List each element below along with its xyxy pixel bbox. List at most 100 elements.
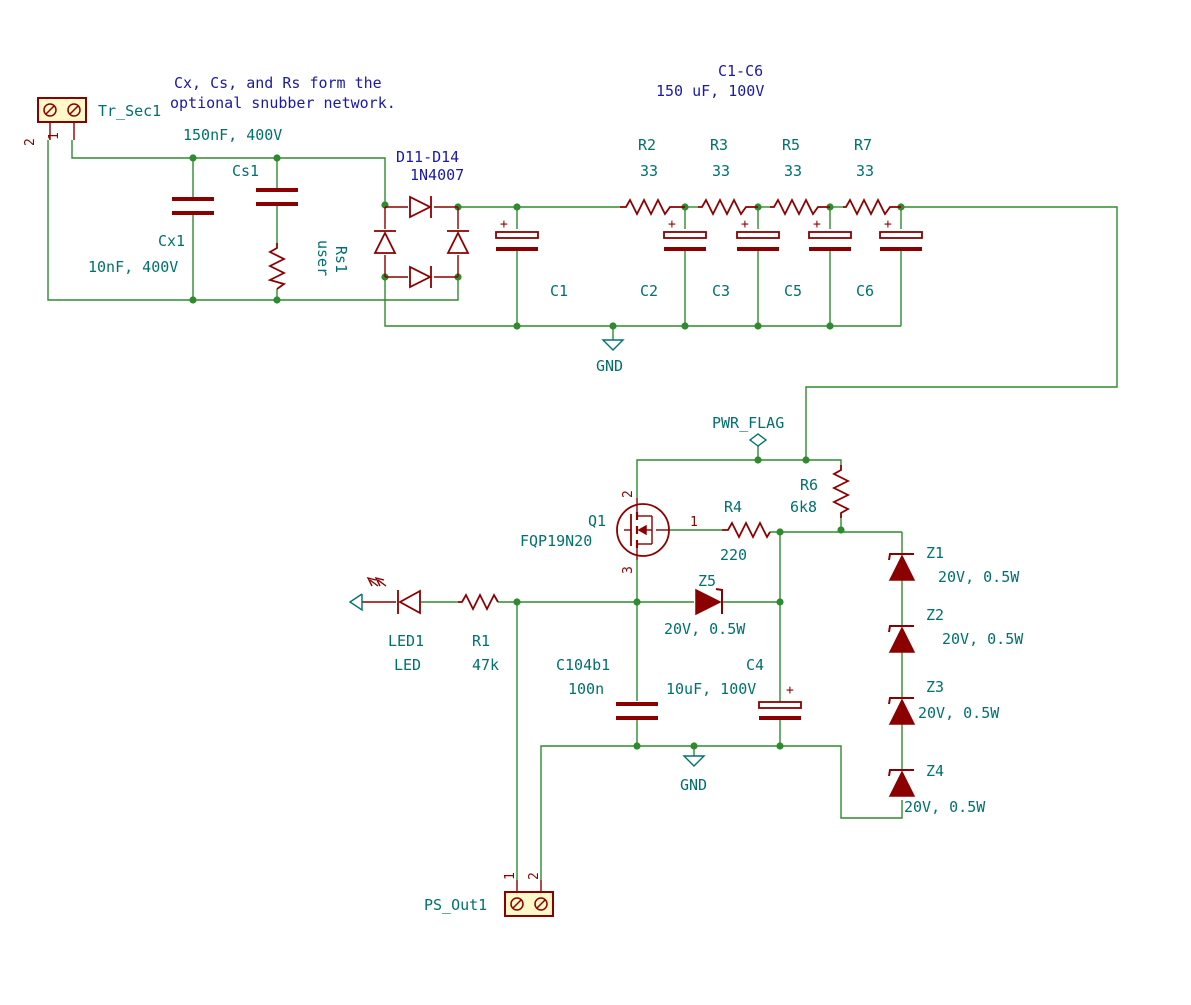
gnd-symbol-top: GND: [596, 339, 625, 375]
z5-ref: Z5: [698, 572, 716, 590]
c104b1-value: 100n: [568, 680, 604, 698]
c3-ref: C3: [712, 282, 730, 300]
cs1-value: 150nF, 400V: [183, 126, 282, 144]
z1-value: 20V, 0.5W: [938, 568, 1020, 586]
q1-pin1-label: 1: [690, 515, 698, 530]
r6-ref: R6: [800, 476, 818, 494]
z3-ref: Z3: [926, 678, 944, 696]
z2-value: 20V, 0.5W: [942, 630, 1024, 648]
snubber-note-line1: Cx, Cs, and Rs form the: [174, 74, 382, 92]
c3-capacitor[interactable]: + C3: [712, 217, 780, 300]
r4-value: 220: [720, 546, 747, 564]
pwr-flag-symbol: PWR_FLAG: [712, 414, 784, 447]
svg-text:+: +: [741, 217, 749, 232]
bridge-rectifier[interactable]: D11-D14 1N4007: [373, 148, 470, 289]
tr-sec-pin1-label: 1: [47, 132, 62, 140]
r5-resistor[interactable]: R5 33: [770, 136, 830, 217]
r2-resistor[interactable]: R2 33: [620, 136, 685, 217]
gnd-bottom-label: GND: [680, 776, 707, 794]
bridge-value: 1N4007: [410, 166, 464, 184]
r3-ref: R3: [710, 136, 728, 154]
pwr-flag-label: PWR_FLAG: [712, 414, 784, 432]
c5-ref: C5: [784, 282, 802, 300]
c6-capacitor[interactable]: + C6: [856, 217, 923, 300]
c6-ref: C6: [856, 282, 874, 300]
r3-resistor[interactable]: R3 33: [698, 136, 758, 217]
c5-capacitor[interactable]: + C5: [784, 217, 852, 300]
bottom-junctions: [513, 456, 845, 750]
r5-value: 33: [784, 162, 802, 180]
cx1-value: 10nF, 400V: [88, 258, 178, 276]
q1-value: FQP19N20: [520, 532, 592, 550]
ps-out-pin2-label: 2: [527, 872, 542, 880]
cx1-ref: Cx1: [158, 232, 185, 250]
z2-zener[interactable]: Z2 20V, 0.5W: [888, 606, 1024, 653]
r4-ref: R4: [724, 498, 742, 516]
r7-ref: R7: [854, 136, 872, 154]
tr-sec-connector[interactable]: 1 2 Tr_Sec1: [23, 97, 161, 146]
cs1-ref: Cs1: [232, 162, 259, 180]
bottom-wires: [421, 446, 903, 880]
r3-value: 33: [712, 162, 730, 180]
q1-ref: Q1: [588, 512, 606, 530]
c2-ref: C2: [640, 282, 658, 300]
r1-ref: R1: [472, 632, 490, 650]
svg-text:+: +: [786, 683, 794, 698]
c4-value: 10uF, 100V: [666, 680, 756, 698]
r2-ref: R2: [638, 136, 656, 154]
c104b1-ref: C104b1: [556, 656, 610, 674]
led1-ref: LED1: [388, 632, 424, 650]
z4-ref: Z4: [926, 762, 944, 780]
cap-group-note-line1: C1-C6: [718, 62, 763, 80]
ps-out-ref: PS_Out1: [424, 896, 487, 914]
r5-ref: R5: [782, 136, 800, 154]
r7-resistor[interactable]: R7 33: [843, 136, 901, 217]
r6-resistor[interactable]: R6 6k8: [790, 465, 851, 518]
cap-group-note-line2: 150 uF, 100V: [656, 82, 764, 100]
rs1-value: user: [314, 240, 332, 276]
top-wires: [47, 140, 1118, 460]
z4-value: 20V, 0.5W: [904, 798, 986, 816]
z1-ref: Z1: [926, 544, 944, 562]
gnd-top-label: GND: [596, 357, 623, 375]
z4-zener[interactable]: Z4 20V, 0.5W: [888, 762, 986, 816]
c4-ref: C4: [746, 656, 764, 674]
snubber-note-line2: optional snubber network.: [170, 94, 396, 112]
rs1-ref: Rs1: [332, 246, 350, 273]
top-junctions: [189, 154, 905, 330]
q1-pin3-label: 3: [621, 566, 636, 574]
r1-resistor[interactable]: R1 47k: [458, 592, 499, 674]
cs1-capacitor[interactable]: Cs1 150nF, 400V: [183, 126, 298, 206]
c1-ref: C1: [550, 282, 568, 300]
tr-sec-ref: Tr_Sec1: [98, 102, 161, 120]
c104b1-capacitor[interactable]: C104b1 100n: [556, 656, 658, 720]
gnd-symbol-bottom: GND: [680, 755, 707, 794]
ps-out-connector[interactable]: 1 2 PS_Out1: [424, 872, 554, 917]
tr-sec-pin2-label: 2: [23, 138, 38, 146]
r7-value: 33: [856, 162, 874, 180]
svg-text:+: +: [884, 217, 892, 232]
led1-diode[interactable]: LED1 LED: [348, 576, 424, 674]
svg-text:+: +: [668, 217, 676, 232]
bridge-ref: D11-D14: [396, 148, 459, 166]
z1-zener[interactable]: Z1 20V, 0.5W: [888, 544, 1020, 586]
r6-value: 6k8: [790, 498, 817, 516]
c4-capacitor[interactable]: + C4 10uF, 100V: [666, 656, 802, 720]
q1-pin2-label: 2: [621, 490, 636, 498]
z3-zener[interactable]: Z3 20V, 0.5W: [888, 678, 1000, 725]
svg-text:+: +: [813, 217, 821, 232]
r4-resistor[interactable]: R4 220: [720, 498, 771, 564]
led1-value: LED: [394, 656, 421, 674]
z2-ref: Z2: [926, 606, 944, 624]
z5-value: 20V, 0.5W: [664, 620, 746, 638]
rs1-resistor[interactable]: user Rs1: [267, 240, 350, 290]
r2-value: 33: [640, 162, 658, 180]
cx1-capacitor[interactable]: Cx1 10nF, 400V: [88, 197, 214, 276]
z3-value: 20V, 0.5W: [918, 704, 1000, 722]
q1-mosfet[interactable]: 1 2 3 Q1 FQP19N20: [520, 490, 698, 574]
z5-zener[interactable]: Z5 20V, 0.5W: [664, 572, 746, 638]
c2-capacitor[interactable]: + C2: [640, 217, 707, 300]
svg-text:+: +: [500, 217, 508, 232]
c1-capacitor[interactable]: + C1: [495, 217, 568, 300]
